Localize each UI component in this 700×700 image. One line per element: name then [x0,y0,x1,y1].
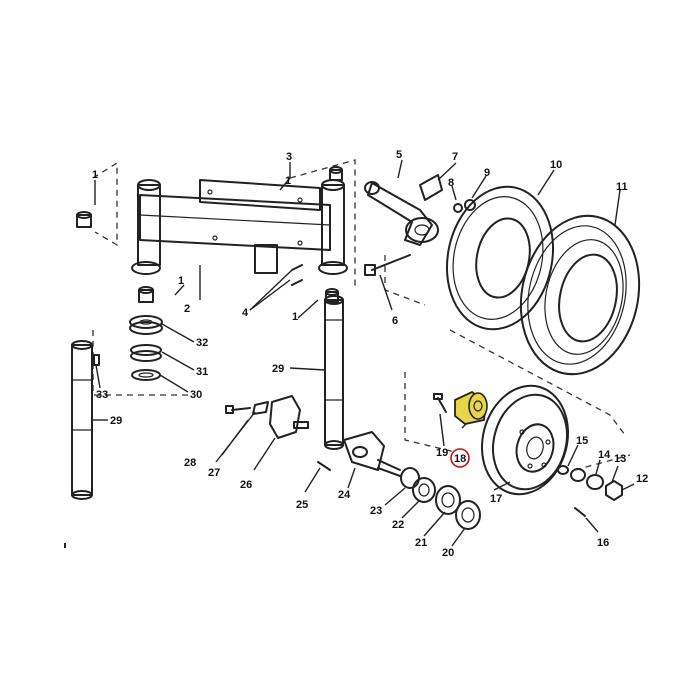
highlight-circle-18 [450,448,470,468]
callout-31: 31 [196,366,208,378]
callout-6: 6 [392,315,398,327]
callout-9: 9 [484,167,490,179]
callout-29b: 29 [272,363,284,375]
callout-24: 24 [338,489,351,501]
callout-15: 15 [576,435,588,447]
callout-29a: 29 [110,415,122,427]
callout-32: 32 [196,337,208,349]
stray-mark [64,543,66,548]
wheel-rim [481,384,569,496]
callout-1a: 1 [92,169,98,181]
callout-22: 22 [392,519,404,531]
hub-flange [468,392,488,420]
wheel-bearings [400,467,481,530]
inner-tube [445,185,555,331]
callout-20: 20 [442,547,454,559]
hub-fasteners [557,465,623,517]
callout-27: 27 [208,467,220,479]
callout-16: 16 [597,537,609,549]
callout-17: 17 [490,493,502,505]
tyre [519,214,641,376]
callout-3: 3 [286,151,292,163]
steering-arm [364,174,476,276]
callout-14: 14 [598,449,611,461]
clamp-block [225,395,331,471]
callout-25: 25 [296,499,308,511]
callout-30: 30 [190,389,202,401]
callout-18: 18 [454,453,466,465]
callout-10: 10 [550,159,562,171]
callout-21: 21 [415,537,427,549]
callout-11: 11 [616,181,628,193]
callout-23: 23 [370,505,382,517]
leader-lines [92,159,635,547]
callout-7: 7 [452,151,458,163]
assembly-boundaries [92,159,631,471]
callout-8: 8 [448,177,454,189]
wheel-hub-highlighted [433,390,488,425]
callout-33: 33 [96,389,108,401]
thrust-bearings [129,315,163,381]
callout-12: 12 [636,473,648,485]
callout-5: 5 [396,149,402,161]
callout-2: 2 [184,303,190,315]
stub-axle [343,431,401,477]
callout-1c: 1 [285,175,291,187]
callout-1b: 1 [178,275,184,287]
callout-28: 28 [184,457,196,469]
callout-labels: 1 1 1 1 2 3 4 5 6 7 8 9 10 11 12 13 14 1… [92,149,648,559]
callout-26: 26 [240,479,252,491]
callout-13: 13 [614,453,626,465]
callout-4: 4 [242,307,249,319]
callout-1d: 1 [292,311,298,323]
callout-19: 19 [436,447,448,459]
axle-frame-tube [131,179,348,275]
right-kingpin-shaft [324,295,344,450]
bushings [76,166,343,303]
